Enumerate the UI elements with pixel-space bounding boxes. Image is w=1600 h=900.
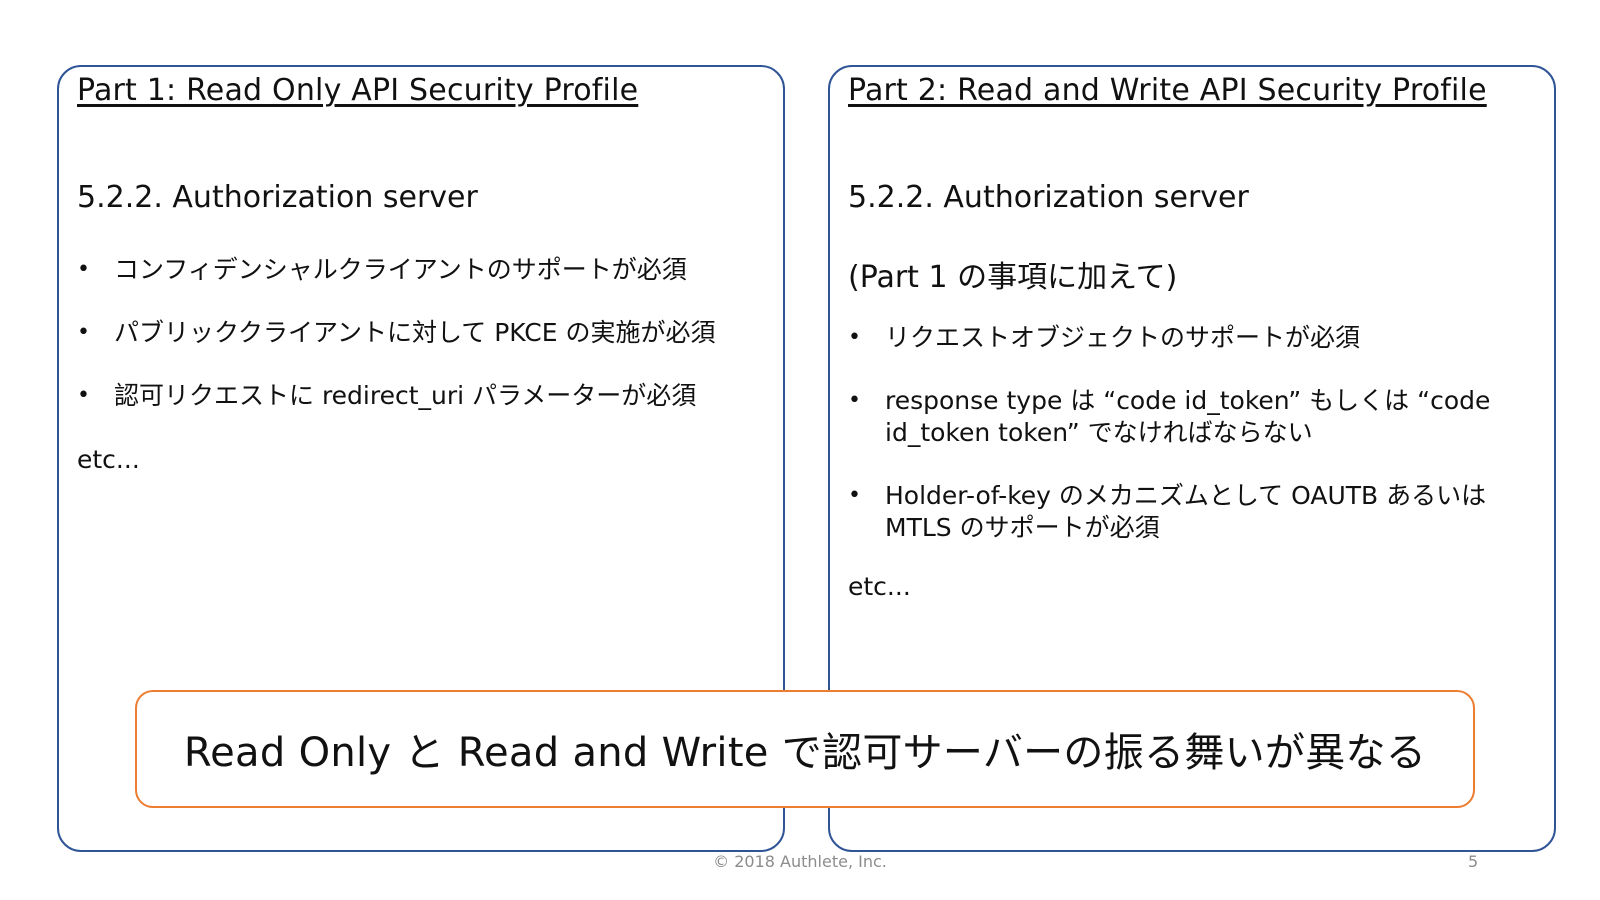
list-item-text: 認可リクエストに redirect_uri パラメーターが必須 [114,381,697,410]
bullet-icon: • [77,383,90,408]
in-addition-note: (Part 1 の事項に加えて) [848,260,1178,295]
summary-callout: Read Only と Read and Write で認可サーバーの振る舞いが… [135,690,1475,808]
list-item: • Holder-of-key のメカニズムとして OAUTB あるいは MTL… [848,480,1538,544]
panel-title: Part 2: Read and Write API Security Prof… [848,73,1487,108]
list-item-text: パブリッククライアントに対して PKCE の実施が必須 [114,318,716,347]
list-item-text: コンフィデンシャルクライアントのサポートが必須 [114,255,687,284]
panel-title: Part 1: Read Only API Security Profile [77,73,639,108]
bullet-icon: • [77,257,90,282]
list-item: • 認可リクエストに redirect_uri パラメーターが必須 [77,380,777,412]
list-item-text: Holder-of-key のメカニズムとして OAUTB あるいは MTLS … [885,481,1487,542]
list-item: • リクエストオブジェクトのサポートが必須 [848,322,1538,354]
page-number: 5 [1468,852,1479,871]
list-item: • response type は “code id_token” もしくは “… [848,385,1538,449]
bullet-icon: • [77,320,90,345]
bullet-icon: • [848,388,861,413]
list-item: • コンフィデンシャルクライアントのサポートが必須 [77,254,777,286]
etc-text: etc... [77,445,140,474]
list-item: • パブリッククライアントに対して PKCE の実施が必須 [77,317,777,349]
callout-text: Read Only と Read and Write で認可サーバーの振る舞いが… [183,730,1427,776]
requirement-list: • リクエストオブジェクトのサポートが必須 • response type は … [848,322,1538,575]
section-heading: 5.2.2. Authorization server [848,180,1249,215]
bullet-icon: • [848,483,861,508]
list-item-text: リクエストオブジェクトのサポートが必須 [885,323,1361,352]
requirement-list: • コンフィデンシャルクライアントのサポートが必須 • パブリッククライアントに… [77,254,777,443]
list-item-text: response type は “code id_token” もしくは “co… [885,386,1491,447]
etc-text: etc... [848,572,911,601]
footer-copyright: © 2018 Authlete, Inc. [713,852,887,871]
bullet-icon: • [848,325,861,350]
section-heading: 5.2.2. Authorization server [77,180,478,215]
